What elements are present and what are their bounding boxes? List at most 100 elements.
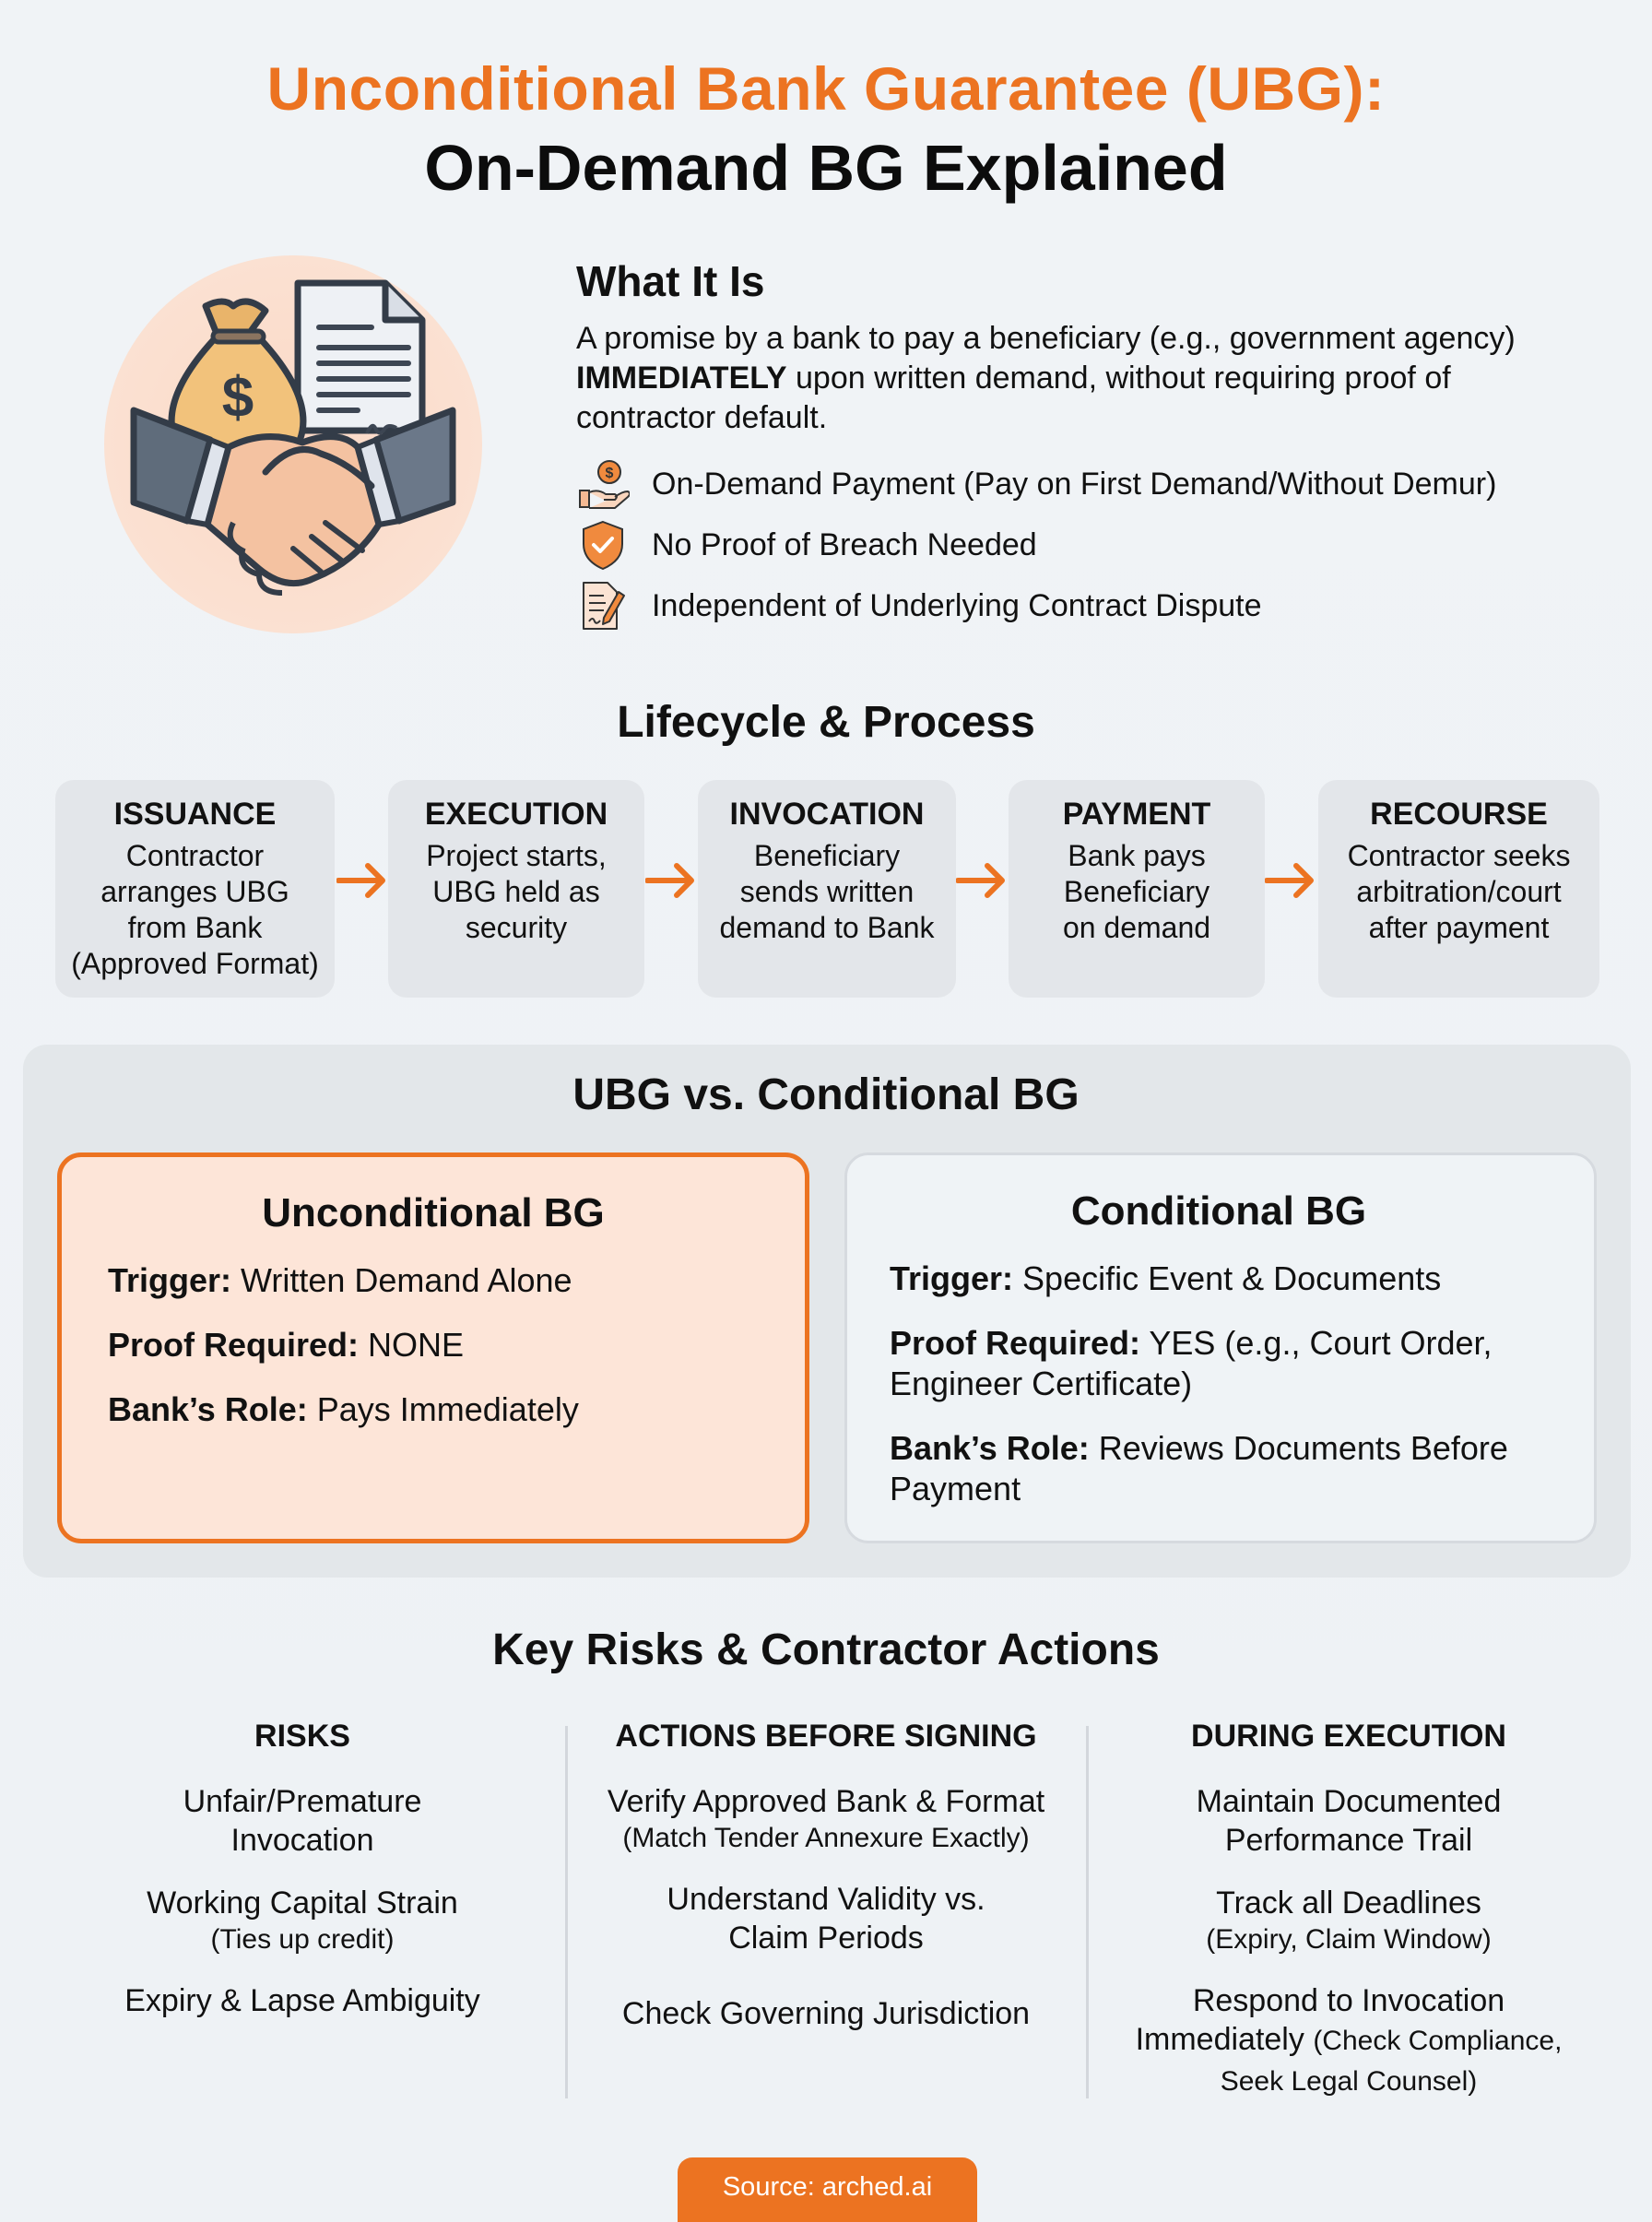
lifecycle-step-issuance: ISSUANCE Contractor arranges UBG from Ba… (55, 780, 335, 998)
feature-item: No Proof of Breach Needed (576, 514, 1496, 575)
row-key: Bank’s Role: (108, 1390, 308, 1428)
description-text: A promise by a bank to pay a beneficiary… (576, 321, 1516, 356)
row-value: YES (e.g., Court Order, Engineer Certifi… (890, 1324, 1493, 1402)
column-item: Respond to Invocation Immediately (Check… (1109, 1981, 1588, 2101)
description-text: upon written demand, without requiring p… (576, 360, 1451, 435)
row-value: Written Demand Alone (241, 1261, 572, 1299)
risks-column: RISKS Unfair/Premature Invocation Workin… (44, 1719, 560, 2044)
card-row: Bank’s Role: Pays Immediately (108, 1389, 759, 1430)
comparison-heading: UBG vs. Conditional BG (572, 1070, 1080, 1119)
source-badge: Source: arched.ai (678, 2157, 977, 2222)
card-row: Trigger: Specific Event & Documents (890, 1259, 1548, 1299)
row-key: Proof Required: (108, 1326, 360, 1364)
feature-list: $ On-Demand Payment (Pay on First Demand… (576, 454, 1496, 636)
step-line: on demand (1062, 911, 1211, 944)
handshake-money-contract-illustration: $ (104, 255, 482, 633)
lifecycle-step-payment: PAYMENT Bank pays Beneficiary on demand (1009, 780, 1265, 998)
row-key: Trigger: (108, 1261, 232, 1299)
column-heading: ACTIONS BEFORE SIGNING (615, 1719, 1037, 1754)
page-title: Unconditional Bank Guarantee (UBG): (266, 54, 1386, 123)
step-heading: EXECUTION (424, 797, 608, 832)
step-line: UBG held as (432, 875, 600, 908)
step-line: Contractor (125, 839, 265, 872)
row-key: Proof Required: (890, 1324, 1141, 1362)
row-value: NONE (368, 1326, 465, 1364)
svg-text:$: $ (222, 366, 254, 430)
arrow-right-icon (956, 863, 1005, 898)
step-line: Bank pays (1068, 839, 1206, 872)
column-item: Maintain Documented Performance Trail (1174, 1782, 1524, 1860)
item-text: Respond to Invocation Immediately (1135, 1983, 1505, 2057)
arrow-right-icon (1265, 863, 1314, 898)
feature-label: On-Demand Payment (Pay on First Demand/W… (652, 466, 1497, 502)
column-item: Working Capital Strain(Ties up credit) (44, 1884, 560, 1957)
item-text: Understand Validity vs. Claim Periods (667, 1882, 985, 1956)
step-line: arranges UBG (100, 875, 289, 908)
description-emphasis: IMMEDIATELY (576, 360, 787, 396)
risks-heading: Key Risks & Contractor Actions (492, 1625, 1160, 1674)
step-heading: ISSUANCE (113, 797, 277, 832)
item-subtext: (Ties up credit) (210, 1924, 395, 1955)
column-item: Check Governing Jurisdiction (568, 1994, 1084, 2033)
item-text: Unfair/Premature Invocation (183, 1784, 422, 1858)
step-line: from Bank (127, 911, 263, 944)
step-line: arbitration/court (1356, 875, 1562, 908)
row-key: Bank’s Role: (890, 1429, 1090, 1467)
document-pen-icon (576, 579, 630, 632)
unconditional-bg-card: Unconditional BG Trigger: Written Demand… (57, 1152, 809, 1543)
card-row: Proof Required: YES (e.g., Court Order, … (890, 1323, 1548, 1404)
step-line: demand to Bank (719, 911, 935, 944)
column-item: Track all Deadlines(Expiry, Claim Window… (1091, 1884, 1607, 1957)
step-line: Contractor seeks (1347, 839, 1571, 872)
column-heading: DURING EXECUTION (1191, 1719, 1506, 1754)
column-divider (1086, 1726, 1089, 2098)
lifecycle-step-execution: EXECUTION Project starts, UBG held as se… (388, 780, 644, 998)
actions-before-signing-column: ACTIONS BEFORE SIGNING Verify Approved B… (568, 1719, 1084, 2057)
item-text: Track all Deadlines (1216, 1885, 1481, 1921)
what-it-is-heading: What It Is (576, 257, 765, 305)
column-divider (565, 1726, 568, 2098)
arrow-right-icon (336, 863, 385, 898)
lifecycle-step-invocation: INVOCATION Beneficiary sends written dem… (698, 780, 956, 998)
card-heading: Conditional BG (1070, 1188, 1367, 1234)
card-heading: Unconditional BG (262, 1190, 605, 1235)
column-item: Expiry & Lapse Ambiguity (44, 1981, 560, 2020)
step-heading: PAYMENT (1062, 797, 1211, 832)
step-line: after payment (1368, 911, 1550, 944)
feature-label: No Proof of Breach Needed (652, 526, 1037, 562)
item-text: Expiry & Lapse Ambiguity (124, 1983, 480, 2018)
row-value: Specific Event & Documents (1022, 1259, 1442, 1297)
item-subtext: (Expiry, Claim Window) (1206, 1924, 1492, 1955)
column-heading: RISKS (254, 1719, 350, 1754)
row-key: Trigger: (890, 1259, 1014, 1297)
row-value: Pays Immediately (316, 1390, 579, 1428)
item-text: Verify Approved Bank & Format (607, 1784, 1045, 1819)
lifecycle-heading: Lifecycle & Process (617, 698, 1035, 747)
card-row: Bank’s Role: Reviews Documents Before Pa… (890, 1428, 1548, 1509)
contract-document-icon (294, 279, 426, 435)
card-row: Proof Required: NONE (108, 1325, 759, 1365)
column-item: Verify Approved Bank & Format (Match Tend… (568, 1782, 1084, 1856)
step-line: Project starts, (426, 839, 607, 872)
feature-item: Independent of Underlying Contract Dispu… (576, 575, 1496, 636)
column-item: Unfair/Premature Invocation (164, 1782, 441, 1860)
page-subtitle: On-Demand BG Explained (424, 132, 1228, 204)
hand-coin-icon: $ (576, 457, 630, 511)
step-heading: INVOCATION (729, 797, 925, 832)
conditional-bg-card: Conditional BG Trigger: Specific Event &… (844, 1152, 1597, 1543)
arrow-right-icon (645, 863, 694, 898)
feature-label: Independent of Underlying Contract Dispu… (652, 587, 1262, 623)
item-subtext: (Check Compliance, Seek Legal Counsel) (1220, 2026, 1563, 2097)
step-heading: RECOURSE (1370, 797, 1548, 832)
feature-item: $ On-Demand Payment (Pay on First Demand… (576, 454, 1496, 514)
shield-check-icon (576, 518, 630, 572)
step-line: Beneficiary (1063, 875, 1210, 908)
handshake-icon: $ (104, 255, 482, 633)
what-it-is-description: A promise by a bank to pay a beneficiary… (576, 319, 1572, 438)
lifecycle-step-recourse: RECOURSE Contractor seeks arbitration/co… (1318, 780, 1599, 998)
step-line: Beneficiary (753, 839, 901, 872)
step-line: security (465, 911, 568, 944)
step-line: sends written (739, 875, 914, 908)
item-subtext: (Match Tender Annexure Exactly) (622, 1823, 1030, 1853)
